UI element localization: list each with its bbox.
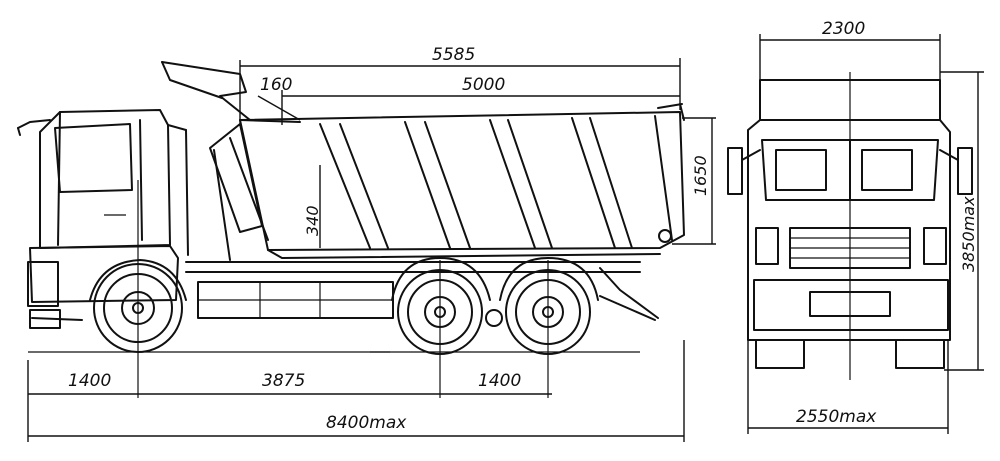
side-view (17, 58, 716, 442)
dim-tailgate-offset: 160 (260, 75, 292, 95)
dim-overall-width: 2550max (796, 407, 877, 427)
dim-front-overhang: 1400 (68, 371, 111, 391)
dim-rear-axle-spacing: 1400 (478, 371, 521, 391)
dim-body-length-outer: 5585 (432, 45, 475, 65)
dim-body-height: 1650 (691, 155, 710, 196)
dim-overall-length: 8400max (326, 413, 407, 433)
dim-body-length-inner: 5000 (462, 75, 505, 95)
dim-wheelbase: 3875 (262, 371, 305, 391)
dim-side-height: 340 (303, 205, 322, 236)
dim-overall-height: 3850max (959, 196, 978, 272)
front-view (727, 34, 984, 434)
chassis-frame (185, 261, 659, 321)
dimension-lines-front (747, 34, 984, 434)
truck-cab (17, 109, 189, 329)
dump-body (161, 61, 685, 261)
dim-body-width: 2300 (822, 19, 865, 39)
dimension-lines-side (27, 58, 716, 442)
